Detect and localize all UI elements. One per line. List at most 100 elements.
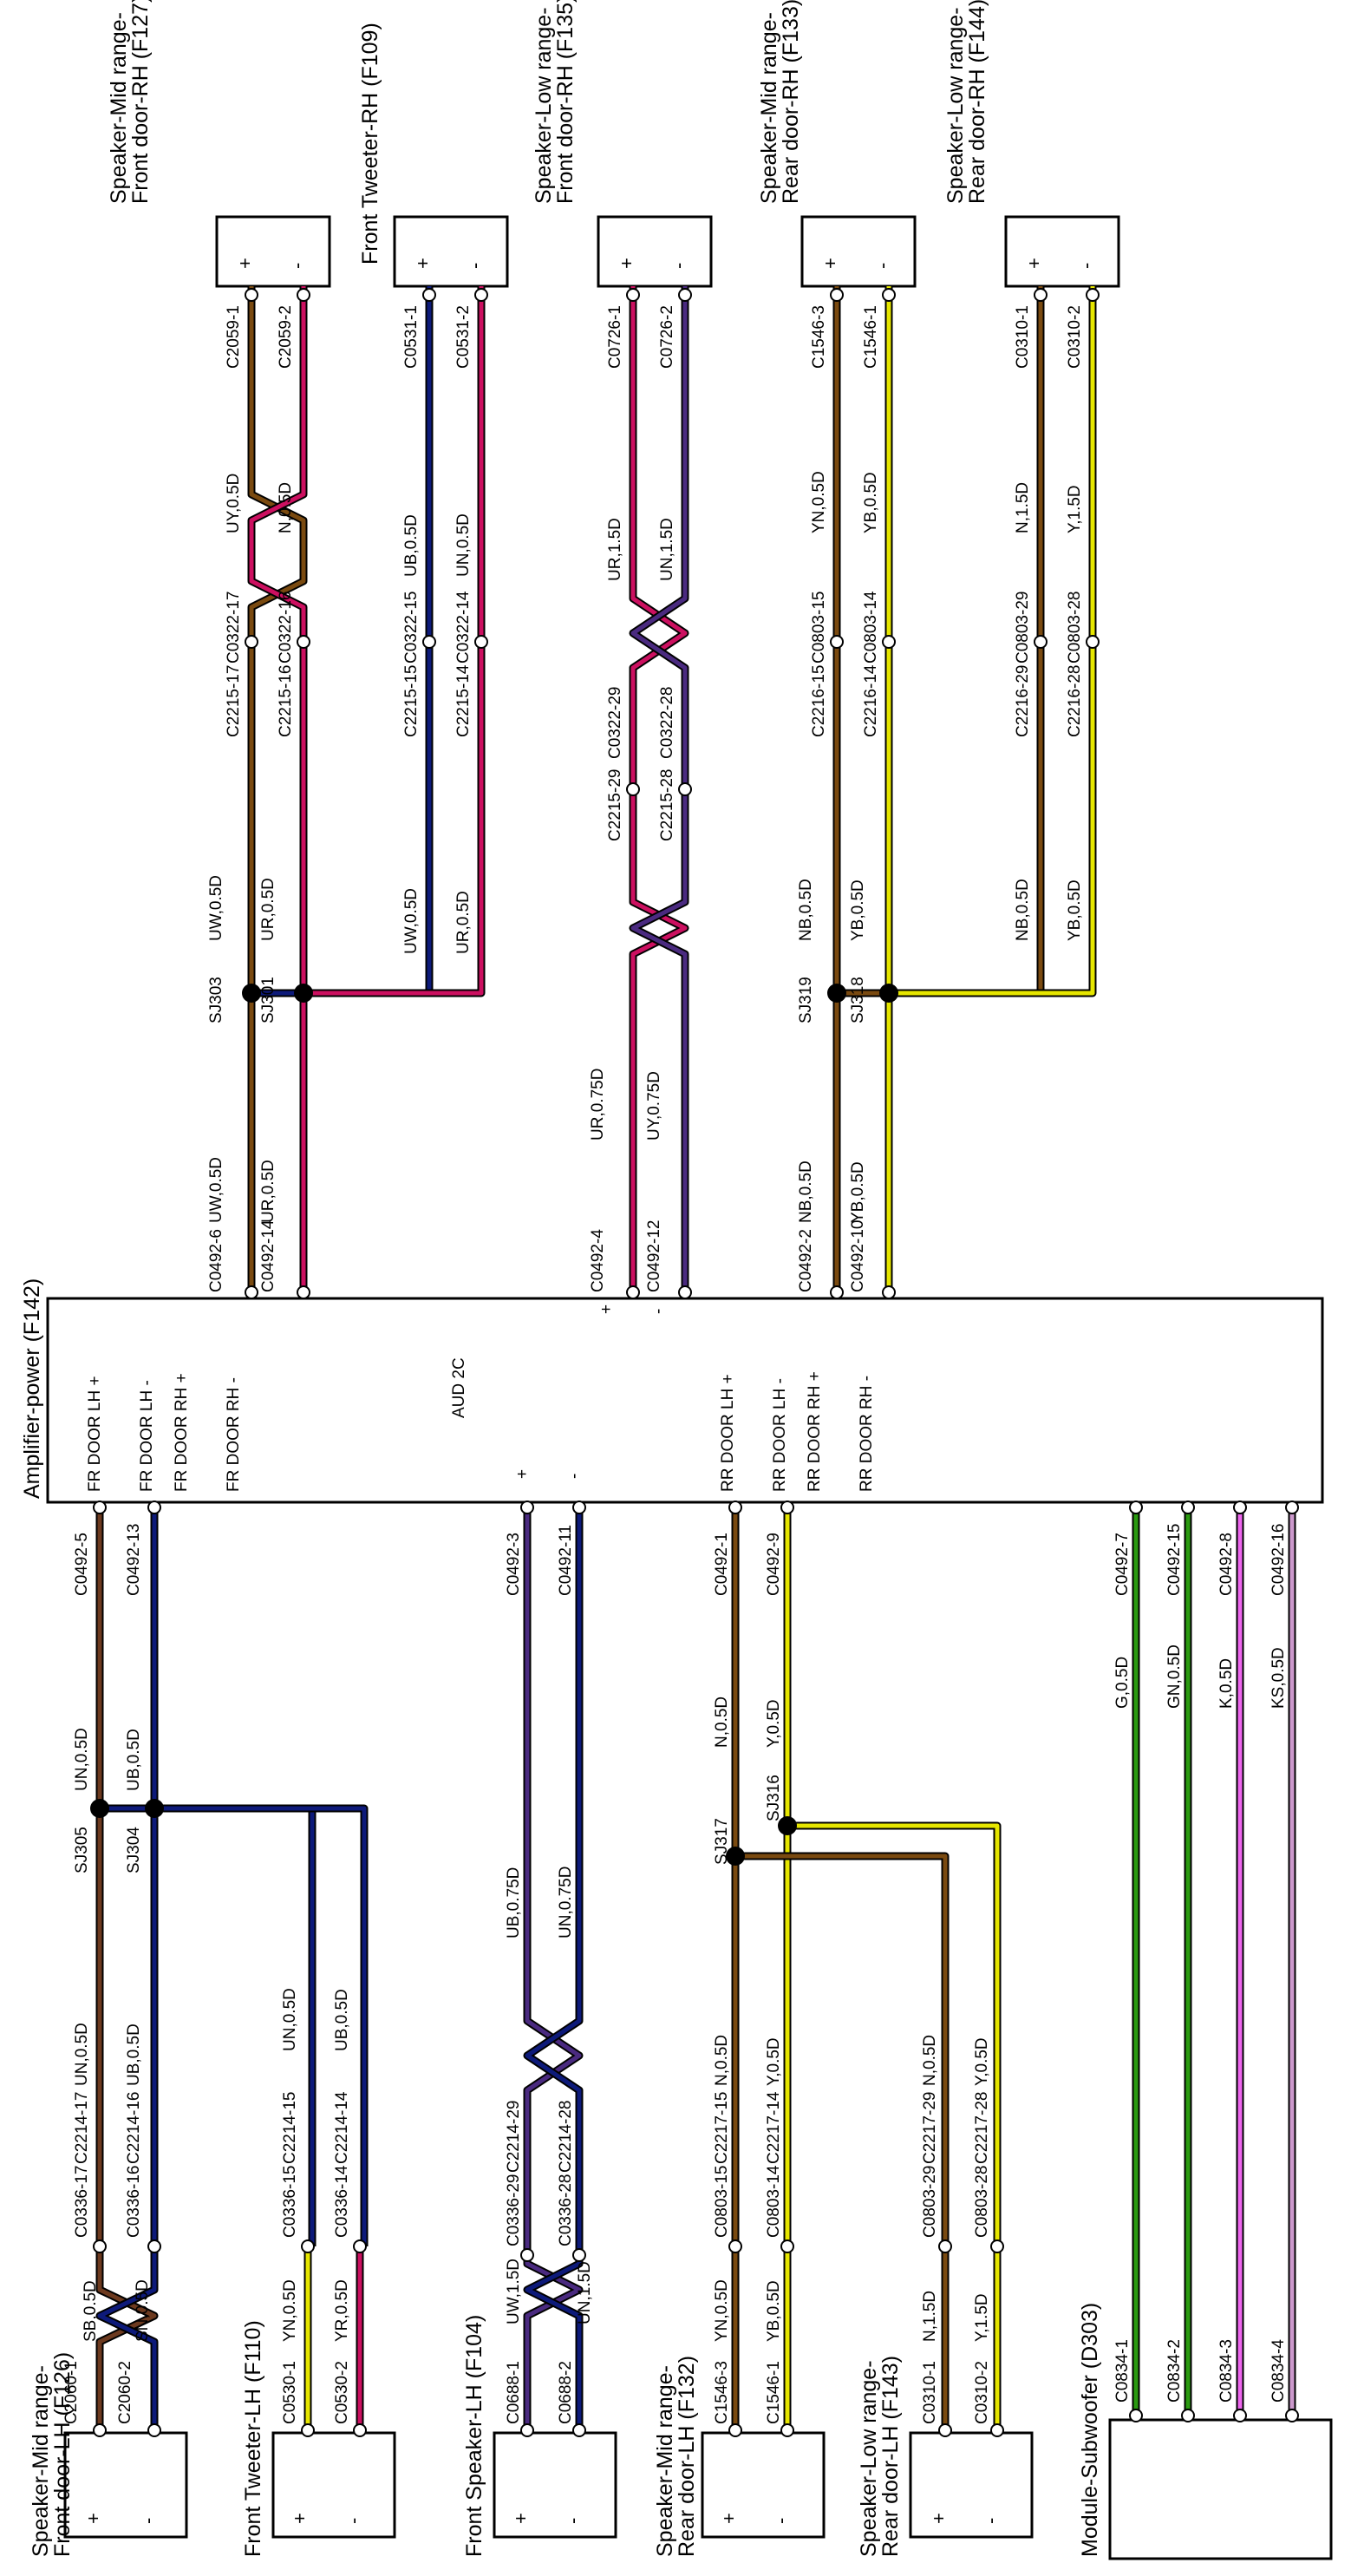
- label-fr-mid-lh-line2: Front door-LH (F126): [50, 2352, 75, 2557]
- sign-plus: +: [412, 258, 434, 269]
- terminal-pin: [245, 1285, 258, 1299]
- wire-label: C0803-15: [810, 592, 828, 664]
- terminal-pin: [882, 288, 896, 302]
- connector-label: C0492-6: [207, 1229, 225, 1292]
- wire-label: UB,0.75D: [505, 1867, 523, 1939]
- amp-pin-rr-lh-minus: RR DOOR LH -: [771, 1378, 789, 1492]
- wire-label: G,0.5D: [1113, 1657, 1132, 1709]
- sign-minus: -: [871, 263, 893, 269]
- connector-label: C0492-4: [589, 1229, 607, 1292]
- terminal-pin: [147, 2239, 161, 2253]
- terminal-pin: [93, 2423, 107, 2437]
- connector-label: C0531-1: [402, 305, 421, 369]
- terminal-pin: [1285, 2409, 1299, 2422]
- wire-label: N,1.5D: [1014, 482, 1032, 533]
- wire-label: Y,1.5D: [973, 2293, 991, 2342]
- wire-core: [249, 286, 306, 1298]
- label-subwoofer: Module-Subwoofer (D303): [1078, 2303, 1102, 2557]
- terminal-pin: [1129, 2409, 1143, 2422]
- wire-label: N,0.5D: [713, 1697, 731, 1748]
- label-fr-mid-rh-line2: Front door-RH (F127): [128, 0, 153, 204]
- amp-pin-fr-rh-plus: FR DOOR RH +: [173, 1373, 191, 1492]
- label-rr-low-rh-line1: Speaker-Low range-: [943, 7, 968, 204]
- splice-dot: [294, 984, 313, 1003]
- wire-label: C2216-29: [1014, 665, 1032, 737]
- wire-label: UW,0.5D: [402, 888, 421, 954]
- connector-label: C1546-3: [810, 305, 828, 369]
- sign-plus: +: [616, 258, 637, 269]
- splice-dot: [145, 1799, 164, 1818]
- wire-core: [154, 1806, 367, 2246]
- sign-plus: +: [289, 2513, 310, 2524]
- wire-label: UB,0.5D: [333, 1989, 351, 2051]
- connector-label: C0310-2: [1066, 305, 1084, 369]
- terminal-pin: [297, 635, 310, 649]
- label-fr-low-rh-line2: Front door-RH (F135): [553, 0, 578, 204]
- terminal-pin: [938, 2423, 952, 2437]
- terminal-pin: [678, 288, 692, 302]
- connector-label: C0492-12: [645, 1220, 663, 1292]
- terminal-pin: [780, 2239, 794, 2253]
- wire-label: C0336-28: [557, 2174, 575, 2246]
- label-fr-low-lh: Front Speaker-LH (F104): [462, 2315, 486, 2557]
- connector-label: C0492-7: [1113, 1533, 1132, 1596]
- wire-label: C2215-17: [225, 665, 243, 737]
- terminal-pin: [474, 635, 488, 649]
- wire-core: [249, 286, 306, 1298]
- speaker-box-rr-mid-rh: [800, 215, 917, 288]
- terminal-pin: [780, 2423, 794, 2437]
- terminal-pin: [830, 635, 844, 649]
- wire-outline: [247, 286, 308, 1298]
- wire-layer: [95, 286, 1296, 2430]
- sign-minus: -: [980, 2518, 1002, 2524]
- terminal-pin: [1181, 1500, 1195, 1514]
- terminal-pin: [147, 1500, 161, 1514]
- wire-core: [525, 1502, 582, 2430]
- label-fr-low-rh-line1: Speaker-Low range-: [532, 7, 556, 204]
- splice-dot: [778, 1816, 797, 1835]
- wire-label: UB,0.5D: [125, 1729, 143, 1791]
- amp-pin-low-lh-plus: +: [513, 1469, 532, 1479]
- wire-label: C2060-2: [116, 2361, 134, 2424]
- wire-label: UW,1.5D: [505, 2259, 523, 2324]
- connector-label: C0834-3: [1217, 2339, 1236, 2403]
- wire-label: UB,0.5D: [402, 514, 421, 577]
- terminal-pin: [520, 2248, 534, 2262]
- wire-label: UR,0.5D: [259, 878, 277, 941]
- sign-minus: -: [137, 2518, 159, 2524]
- terminal-pin: [301, 2423, 315, 2437]
- wire-label: C2215-14: [454, 664, 473, 737]
- label-rr-mid-lh-line2: Rear door-LH (F132): [675, 2356, 699, 2557]
- amplifier-title: Amplifier-power (F142): [20, 1278, 44, 1499]
- wire-label: UN,0.5D: [73, 2023, 91, 2086]
- wire-outline: [889, 286, 1097, 997]
- wire-label: YR,0.5D: [333, 2279, 351, 2342]
- wire-label: YN,0.5D: [713, 2279, 731, 2342]
- connector-label: C0726-2: [658, 305, 676, 369]
- wire-label: UN,0.5D: [73, 1728, 91, 1791]
- terminal-pin: [520, 2423, 534, 2437]
- speaker-box-fr-low-lh: [493, 2431, 617, 2539]
- wire-label: UN,1.5D: [576, 2261, 594, 2324]
- wire-core: [525, 1502, 582, 2430]
- terminal-pin: [780, 1500, 794, 1514]
- terminal-pin: [147, 2423, 161, 2437]
- amp-pin-fr-rh-minus: FR DOOR RH -: [225, 1377, 243, 1492]
- sign-plus: +: [82, 2513, 104, 2524]
- connector-label: C0492-2: [797, 1229, 815, 1292]
- wire-core: [735, 1854, 948, 2246]
- label-rr-mid-rh-line2: Rear door-RH (F133): [779, 0, 803, 204]
- wire-label: YN,0.5D: [810, 471, 828, 533]
- wire-label: C2217-15: [713, 2092, 731, 2164]
- sign-minus: -: [562, 2518, 584, 2524]
- wire-label: C2217-29: [921, 2092, 939, 2164]
- splice-label: SJ303: [207, 977, 225, 1023]
- connector-label: C0492-3: [505, 1533, 523, 1596]
- amp-pin-rr-rh-minus: RR DOOR RH -: [858, 1376, 876, 1492]
- amp-pin-low-rh-minus: -: [649, 1309, 668, 1314]
- connector-label: C0492-8: [1217, 1533, 1236, 1596]
- wire-label: YB,0.5D: [862, 472, 880, 533]
- wire-label: UN,0.5D: [281, 1988, 299, 2051]
- terminal-pin: [245, 288, 258, 302]
- wire-label: C0803-14: [862, 591, 880, 664]
